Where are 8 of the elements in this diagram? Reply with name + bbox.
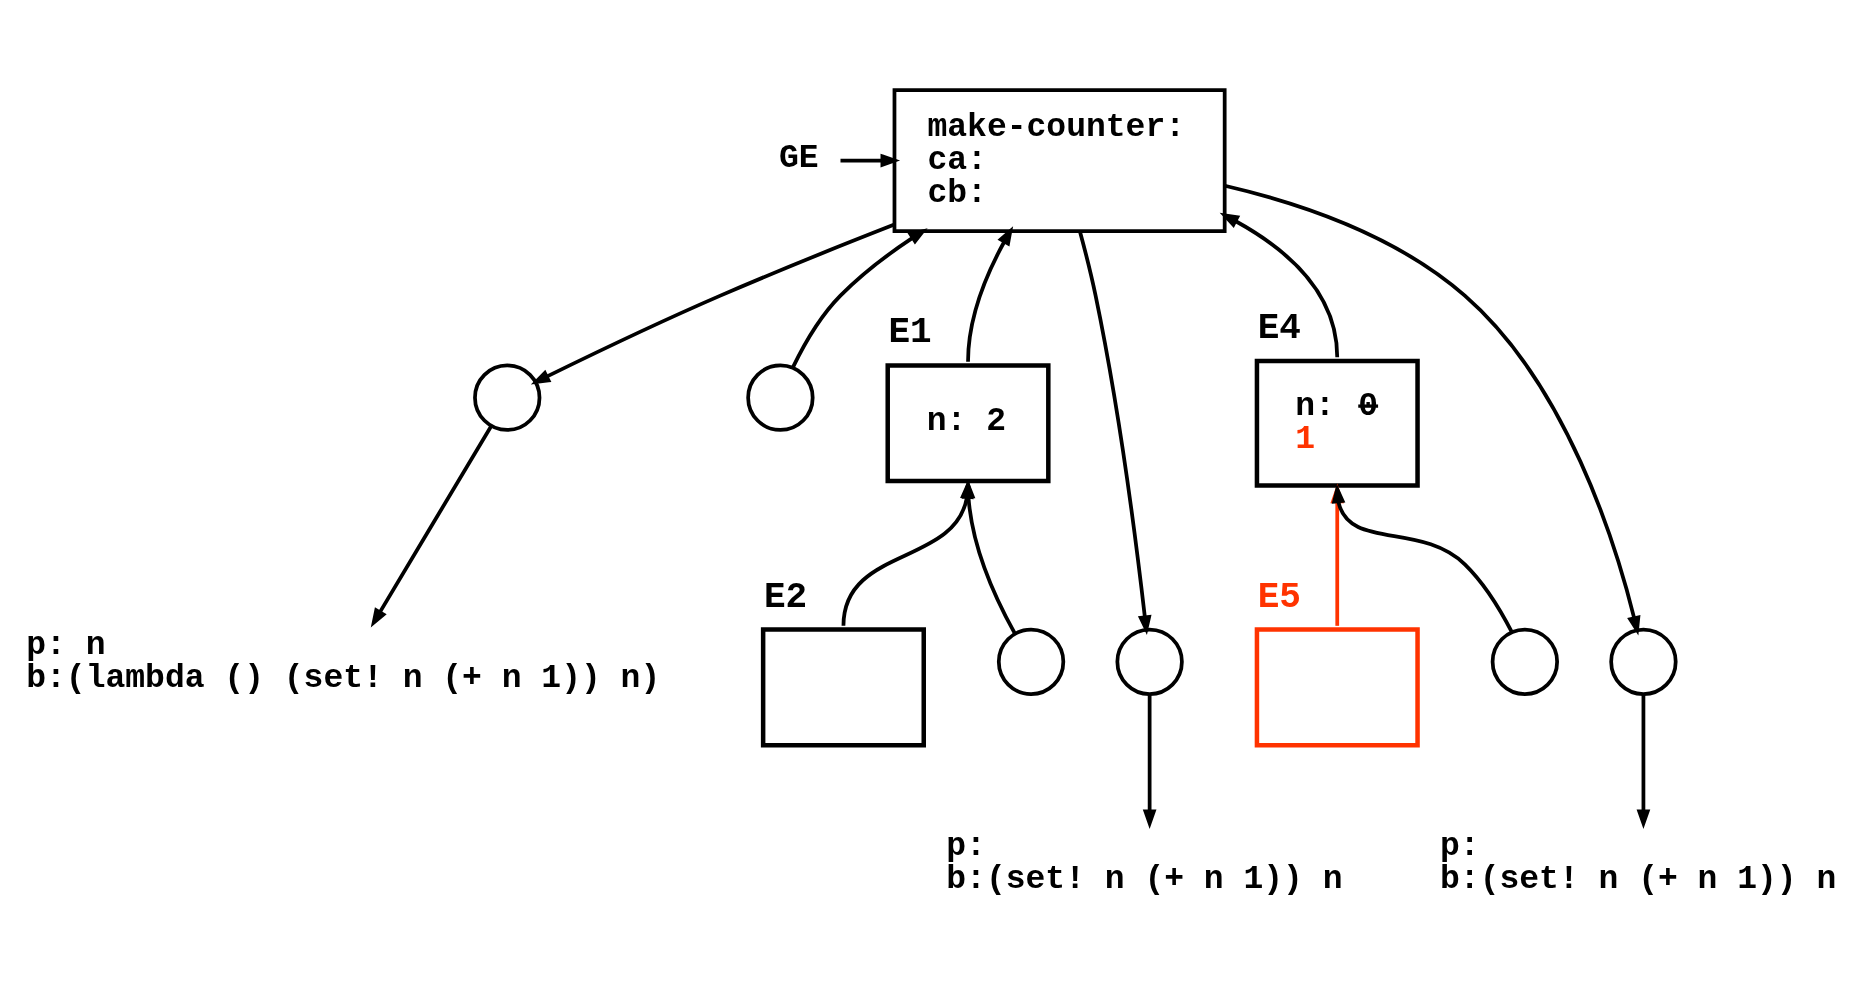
node-label: E5: [1257, 576, 1301, 618]
node-label: E4: [1257, 307, 1301, 349]
node-label: E1: [888, 312, 932, 354]
node-text: GE: [778, 140, 819, 178]
node-text: p: b:(set! n (+ n 1)) n: [1440, 827, 1837, 898]
node-label: E2: [763, 576, 808, 618]
node-text: p: b:(set! n (+ n 1)) n: [946, 827, 1343, 898]
node-text: p: n b:(lambda () (set! n (+ n 1)) n): [26, 626, 661, 697]
